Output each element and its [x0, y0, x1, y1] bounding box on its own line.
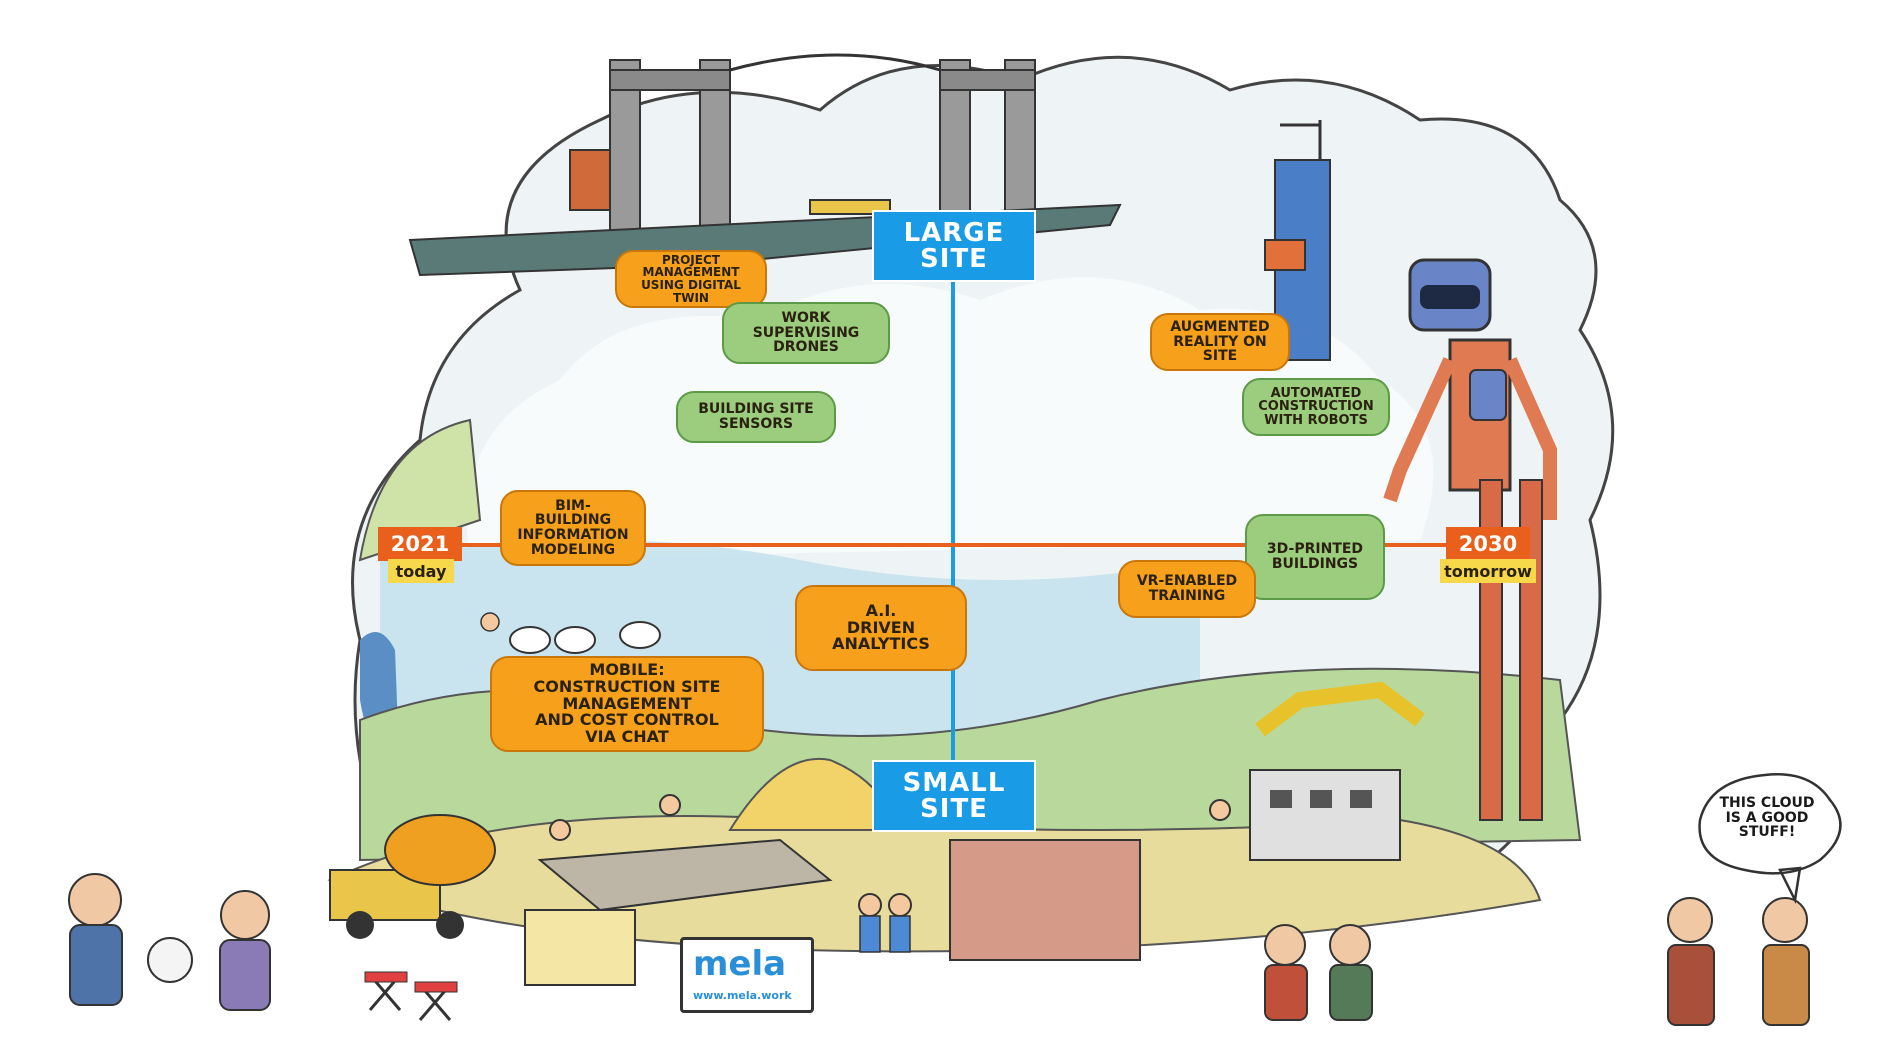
- bystanders-right: [1264, 897, 1810, 1026]
- tomorrow-label: tomorrow: [1440, 559, 1536, 583]
- small-site-line1: SMALL: [902, 768, 1006, 798]
- item-3d-printed: 3D-PRINTED BUILDINGS: [1245, 514, 1385, 600]
- item-bim: BIM- BUILDING INFORMATION MODELING: [500, 490, 646, 566]
- item-vr-training: VR-ENABLED TRAINING: [1118, 560, 1256, 618]
- worker-icon: [480, 612, 1231, 953]
- crane-icon: [1249, 681, 1425, 861]
- speech-bubble-shape: [1698, 773, 1842, 905]
- brick-building: [949, 839, 1141, 961]
- year-2021-label: 2021: [378, 527, 462, 561]
- item-ai-analytics: A.I. DRIVEN ANALYTICS: [795, 585, 967, 671]
- speech-line2: IS A GOOD: [1725, 809, 1809, 826]
- large-site-line1: LARGE: [903, 218, 1005, 248]
- bystanders-left: [68, 873, 271, 1011]
- item-mobile-chat: MOBILE: CONSTRUCTION SITE MANAGEMENT AND…: [490, 656, 764, 752]
- small-site-label: SMALL SITE: [872, 760, 1036, 832]
- item-drones: WORK SUPERVISING DRONES: [722, 302, 890, 364]
- barrier-icon: [364, 971, 458, 1021]
- mela-sign: mela www.mela.work: [680, 937, 814, 1013]
- large-site-line2: SITE: [920, 244, 988, 274]
- small-site-line2: SITE: [920, 794, 988, 824]
- left-hill: [358, 418, 482, 562]
- site-trailer: [524, 909, 636, 986]
- year-2030-label: 2030: [1446, 527, 1530, 561]
- concrete-mixer-icon: [329, 814, 496, 939]
- speech-line3: STUFF!: [1738, 824, 1796, 841]
- today-label: today: [388, 559, 454, 583]
- item-site-sensors: BUILDING SITE SENSORS: [676, 391, 836, 443]
- speech-line1: THIS CLOUD: [1719, 795, 1815, 811]
- seagull-icon: [509, 621, 661, 654]
- foundation-pit: [537, 838, 833, 912]
- item-automated-robots: AUTOMATED CONSTRUCTION WITH ROBOTS: [1242, 378, 1390, 436]
- mela-url: www.mela.work: [693, 989, 792, 1002]
- item-augmented-reality: AUGMENTED REALITY ON SITE: [1150, 313, 1290, 371]
- item-digital-twin: PROJECT MANAGEMENT USING DIGITAL TWIN: [615, 250, 767, 308]
- mela-logo: mela: [693, 944, 787, 984]
- large-site-label: LARGE SITE: [872, 210, 1036, 282]
- speech-bubble: THIS CLOUD IS A GOOD STUFF!: [1708, 796, 1826, 840]
